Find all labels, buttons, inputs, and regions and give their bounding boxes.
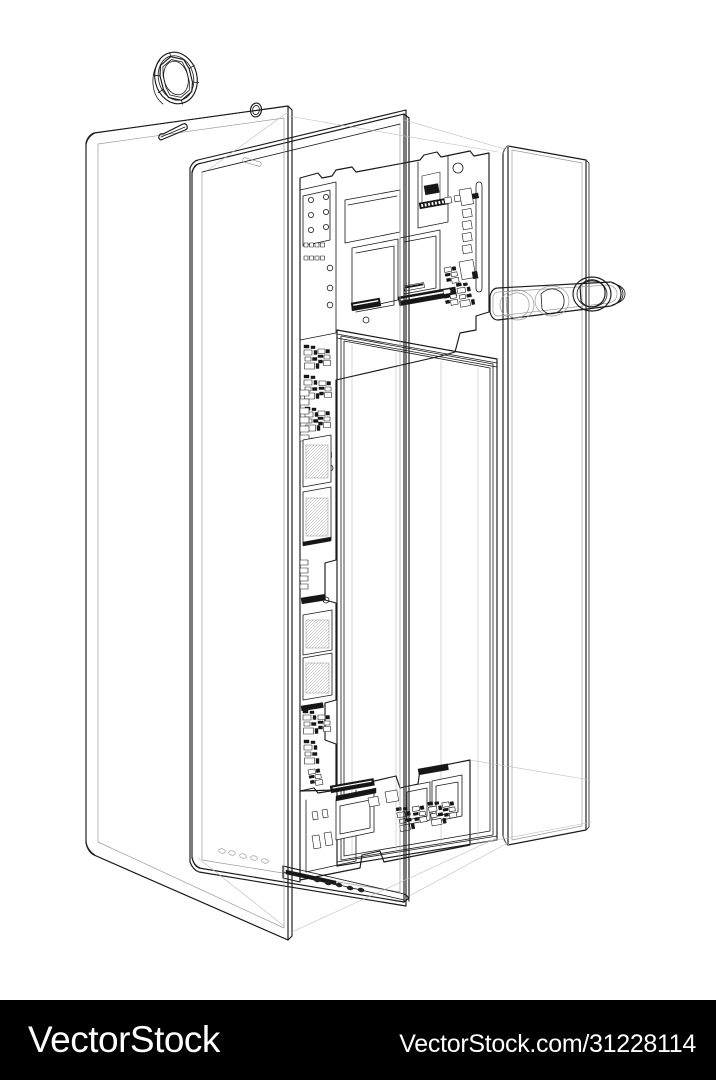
layer-mid-frame-chassis xyxy=(189,109,410,907)
triple-camera-module xyxy=(489,276,626,321)
layer-display-panel xyxy=(336,329,498,867)
layer-main-pcb xyxy=(299,150,490,881)
board-to-board-connector-1 xyxy=(350,297,382,312)
layer-back-cover xyxy=(489,145,626,846)
vectorstock-logo-text: VectorStock xyxy=(28,1019,220,1060)
bottom-speaker-grille-chassis xyxy=(313,877,365,893)
construction-guides xyxy=(197,111,593,933)
camera-lens-ring xyxy=(152,51,200,105)
vectorstock-url-text: VectorStock.com/31228114 xyxy=(399,1030,696,1058)
layer-front-glass-panel xyxy=(85,102,293,941)
board-to-board-connector-2 xyxy=(397,286,457,307)
exploded-phone-wireframe: .ln{fill:none;stroke:#1a1a1a;stroke-widt… xyxy=(85,51,626,941)
bottom-speaker-grille xyxy=(218,848,269,864)
watermark-footer-bar xyxy=(0,1000,716,1080)
